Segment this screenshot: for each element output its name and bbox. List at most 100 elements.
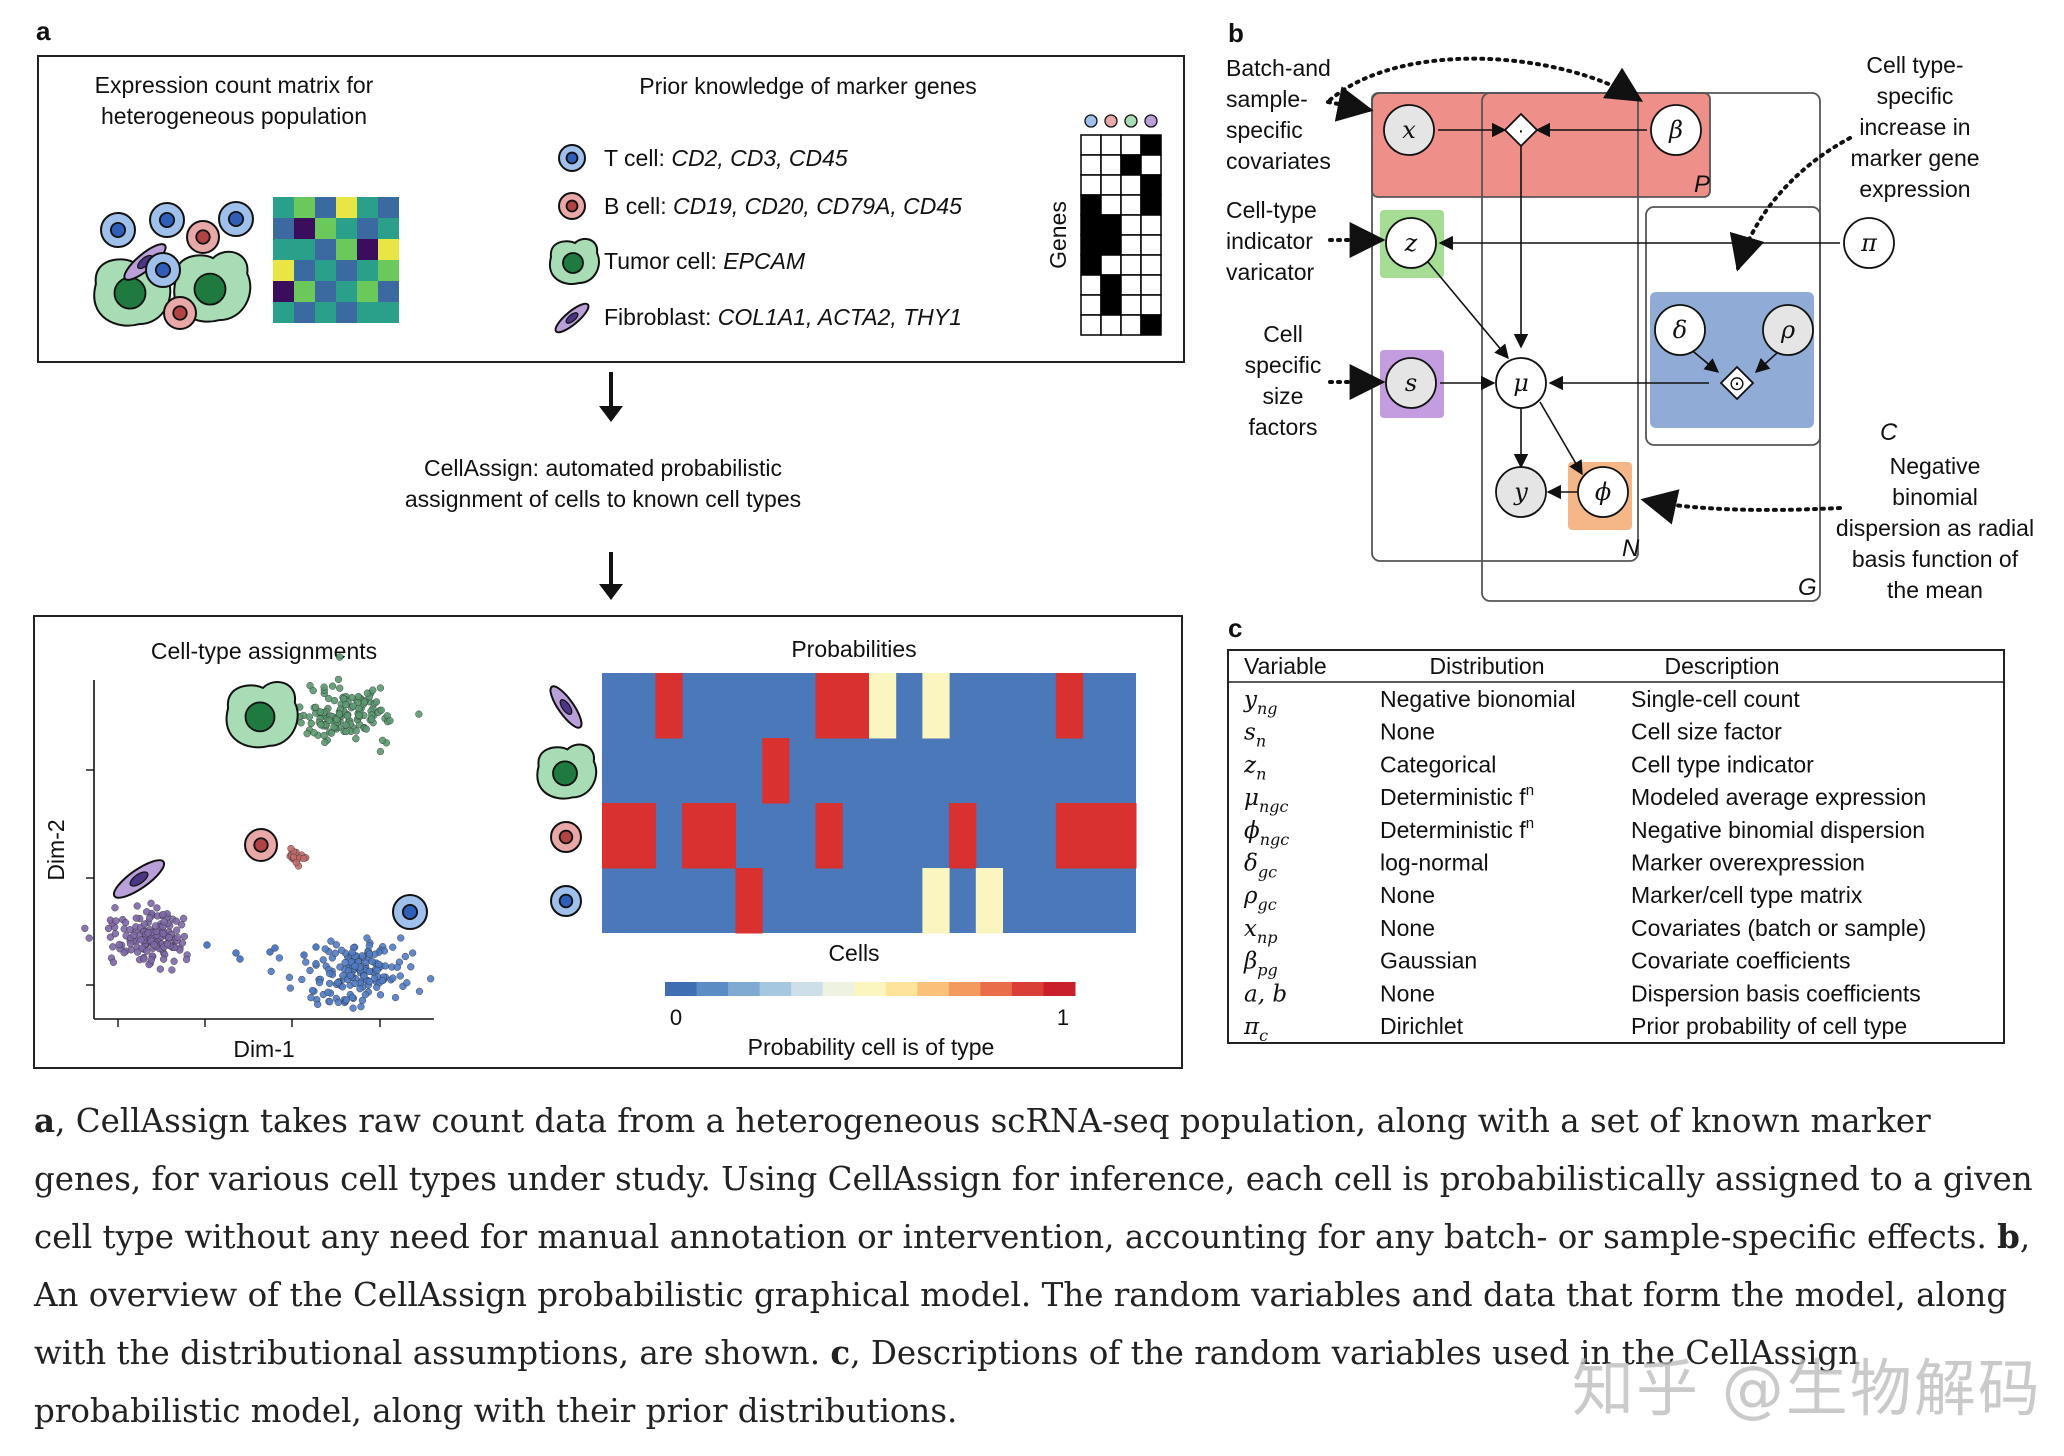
table-variable-symbol: s <box>1244 720 1256 746</box>
marker-matrix-cell <box>1100 194 1122 216</box>
table-distribution: Deterministic fn <box>1380 815 1534 843</box>
scatter-point <box>319 956 327 964</box>
right-annotation-line: Negative <box>1890 453 1981 479</box>
operator-dot-shape <box>1503 112 1539 148</box>
expression-matrix-cell <box>273 281 294 302</box>
plate-P-label: P <box>1694 171 1710 198</box>
scatter-point <box>352 727 360 735</box>
table-variable-symbol: π <box>1243 1014 1260 1040</box>
left-annotation-line: Batch-and <box>1226 55 1331 81</box>
scatter-point <box>352 735 360 743</box>
colorbar-segment <box>696 982 729 996</box>
scatter-point <box>357 1003 365 1011</box>
left-annotation-line: Cell <box>1263 321 1303 347</box>
scatter-point <box>365 950 374 958</box>
table-distribution-text: None <box>1380 915 1435 941</box>
scatter-point <box>328 682 337 690</box>
table-description: Cell type indicator <box>1631 751 1814 777</box>
colorbar-max-label: 1 <box>1057 1005 1069 1030</box>
node-y: y <box>1495 466 1547 518</box>
prior-knowledge-title: Prior knowledge of marker genes <box>639 73 977 99</box>
prob-row-t-cell-icon <box>550 885 582 917</box>
scatter-point <box>325 979 334 988</box>
expression-matrix-cell <box>294 218 315 239</box>
expression-matrix-cell <box>336 239 357 260</box>
table-distribution: None <box>1380 915 1435 941</box>
marker-matrix-cell <box>1100 214 1122 236</box>
scatter-point <box>151 922 160 930</box>
scatter-point <box>316 708 324 716</box>
t-cell-icon <box>558 144 586 172</box>
scatter-point <box>309 686 317 695</box>
scatter-point <box>159 929 167 938</box>
scatter-point <box>393 963 402 971</box>
expression-matrix-cell <box>357 218 378 239</box>
node-x: x <box>1383 104 1435 156</box>
table-variable-subscript: n <box>1256 764 1266 783</box>
scatter-point <box>343 712 352 720</box>
scatter-point <box>133 902 141 910</box>
expression-matrix-cell <box>357 197 378 218</box>
expression-matrix-cell <box>294 239 315 260</box>
table-distribution: Categorical <box>1380 751 1496 777</box>
scatter-point-stray <box>271 944 279 952</box>
right-annotation-line: marker gene <box>1850 145 1979 171</box>
scatter-point <box>159 955 168 963</box>
colorbar-segment <box>854 982 887 996</box>
scatter-point <box>308 986 317 995</box>
panel-a-bottom-box <box>33 615 1183 1069</box>
marker-matrix-cell <box>1140 174 1162 196</box>
t-cell-cluster <box>267 934 435 1012</box>
scatter-point <box>130 931 138 939</box>
operator-dot-label: · <box>1518 120 1525 142</box>
marker-matrix-header-icon <box>1124 114 1138 128</box>
marker-matrix-cell <box>1140 294 1162 316</box>
node-phi: ϕ <box>1577 466 1629 518</box>
colorbar-segment <box>885 982 918 996</box>
t-cell-pop-4-nucleus <box>154 261 172 279</box>
scatter-point <box>303 729 311 738</box>
t-cell-pop-3 <box>218 201 254 237</box>
node-mu-label: μ <box>1513 369 1529 397</box>
fibroblast-icon-nucleus <box>565 312 579 324</box>
scatter-point-stray <box>236 955 244 963</box>
marker-gene-names: COL1A1, ACTA2, THY1 <box>718 304 962 330</box>
table-variable-subscript: n <box>1256 732 1266 751</box>
node-mu: μ <box>1495 357 1547 409</box>
b-cell-icon-nucleus <box>565 199 579 213</box>
marker-matrix-cell <box>1140 194 1162 216</box>
scatter-point <box>355 704 363 713</box>
table-distribution: None <box>1380 719 1435 745</box>
probability-cell <box>1055 803 1084 869</box>
flow-arrow-1-head <box>599 406 623 422</box>
table-distribution-superscript: n <box>1526 782 1534 799</box>
marker-matrix-cell <box>1100 174 1122 196</box>
scatter-point <box>111 904 119 912</box>
cell-type-assignments-title: Cell-type assignments <box>151 638 377 664</box>
expression-matrix-cell <box>315 239 336 260</box>
table-variable: πc <box>1243 1014 1268 1045</box>
fibroblast-icon <box>554 302 590 334</box>
scatter-point <box>126 940 135 948</box>
scatter-point <box>360 972 368 980</box>
marker-gene-entry: T cell: CD2, CD3, CD45 <box>604 145 848 171</box>
node-s: s <box>1385 357 1437 409</box>
right-annotation-line: specific <box>1877 83 1954 109</box>
table-distribution-text: Deterministic f <box>1380 784 1526 810</box>
scatter-point <box>354 692 363 701</box>
scatter-point <box>334 978 342 987</box>
table-description: Marker/cell type matrix <box>1631 882 1863 908</box>
marker-matrix-cell <box>1140 254 1162 276</box>
right-annotation-line: increase in <box>1859 114 1970 140</box>
probability-cell <box>949 803 977 869</box>
scatter-point <box>403 979 411 987</box>
probability-cell <box>602 803 630 869</box>
scatter-point <box>132 914 140 922</box>
marker-matrix-cell <box>1080 134 1102 156</box>
table-distribution: Deterministic fn <box>1380 782 1534 810</box>
expression-matrix-cell <box>336 281 357 302</box>
scatter-point <box>140 920 149 928</box>
expression-matrix-cell <box>315 302 336 323</box>
table-description: Negative binomial dispersion <box>1631 817 1925 843</box>
table-description: Marker overexpression <box>1631 850 1865 876</box>
